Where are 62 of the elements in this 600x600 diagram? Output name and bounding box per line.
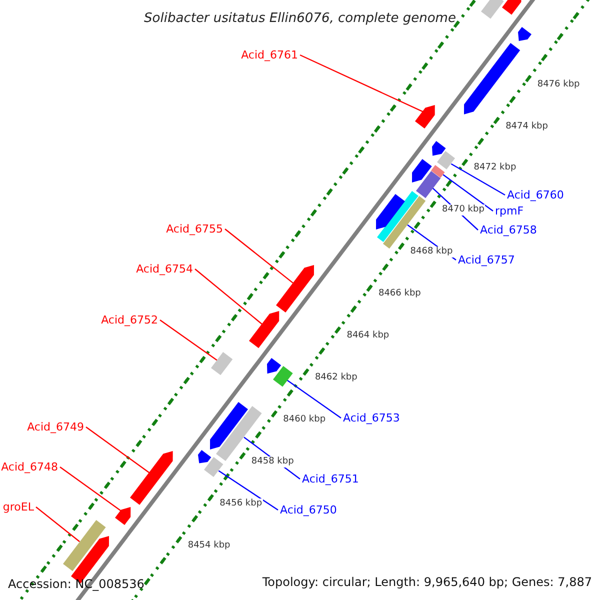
tick-label: 8464 kbp (346, 330, 390, 342)
gene-label: groEL (2, 502, 34, 512)
gene-label: Acid_6748 (1, 462, 58, 472)
tick-label: 8462 kbp (314, 372, 358, 384)
leader-line (286, 380, 342, 418)
gene-glyph (210, 402, 248, 450)
tick-label: 8470 kbp (441, 204, 486, 216)
gene-label: Acid_6754 (136, 264, 193, 274)
gene-label: Acid_6751 (302, 474, 359, 484)
gene-glyph (198, 450, 212, 464)
gene-glyph (210, 352, 233, 376)
gene-label: rpmF (495, 206, 524, 216)
gene-glyph (272, 366, 292, 387)
gene-label: Acid_6760 (507, 190, 564, 200)
gene-label: Acid_6749 (27, 422, 84, 432)
tick-label: 8468 kbp (409, 246, 454, 258)
gene-glyph (130, 451, 174, 506)
gene-glyph (267, 358, 282, 374)
leader-line (160, 320, 218, 361)
gene-glyph (376, 194, 405, 230)
gene-glyph (464, 42, 520, 114)
gene-label: Acid_6755 (166, 224, 223, 234)
gene-glyph (204, 457, 224, 478)
gene-glyph (377, 190, 418, 242)
leader-line (300, 54, 424, 112)
leader-line (224, 228, 294, 284)
tick-label: 8474 kbp (504, 121, 549, 132)
gene-glyph (115, 507, 131, 526)
gene-glyph (276, 264, 314, 312)
title: Solibacter usitatus Ellin6076, complete genome (144, 12, 456, 25)
tick-label: 8466 kbp (377, 288, 422, 300)
accession-text: Accession: NC_008536 (8, 578, 144, 590)
gene-label: Acid_6750 (280, 504, 337, 516)
tick-label: 8460 kbp (282, 414, 327, 426)
gene-label: Acid_6757 (458, 254, 515, 266)
gene-glyph (437, 151, 456, 170)
gene-glyph (432, 140, 446, 156)
gene-label: Acid_6758 (480, 224, 537, 236)
gene-label: Acid_6752 (101, 314, 158, 326)
leader-line (450, 163, 506, 196)
gene-glyph (412, 158, 432, 182)
tick-label: 8454 kbp (186, 540, 232, 552)
gene-glyph (415, 105, 436, 129)
gene-glyph (518, 27, 532, 41)
gene-label: Acid_6753 (343, 412, 400, 424)
leader-line (60, 466, 121, 512)
gene-glyph (416, 170, 440, 198)
gene-glyph (62, 520, 106, 571)
leader-line (86, 426, 150, 474)
gene-glyph (249, 311, 280, 348)
leader-line (442, 174, 494, 212)
tick-label: 8472 kbp (472, 162, 518, 174)
leader-line (36, 506, 80, 542)
gene-glyph (480, 0, 504, 20)
tick-label: 8476 kbp (536, 79, 581, 90)
topology-text: Topology: circular; Length: 9,965,640 bp; Genes: 7,887 (262, 576, 592, 588)
leader-line (218, 470, 278, 510)
gene-glyph (431, 164, 446, 178)
gene-label: Acid_6761 (241, 50, 298, 60)
tick-label: 8458 kbp (250, 456, 295, 468)
tick-label: 8456 kbp (218, 498, 264, 510)
leader-line (194, 268, 262, 325)
